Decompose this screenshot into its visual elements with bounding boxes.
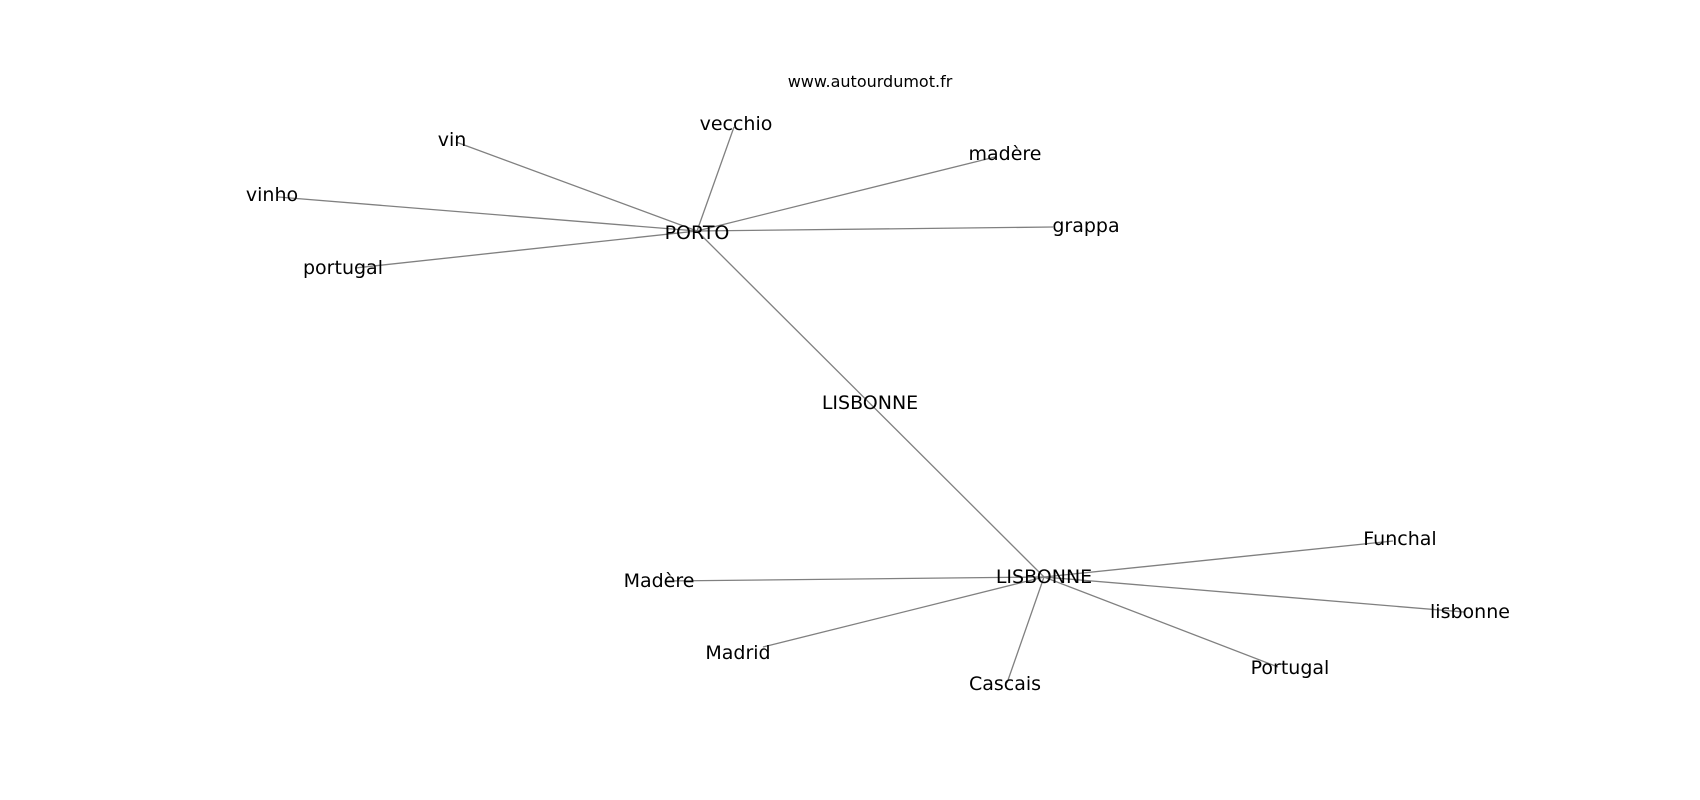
edge-porto-portugal-lower bbox=[354, 230, 698, 269]
hub-node-porto[interactable]: PORTO bbox=[665, 222, 730, 244]
edge-porto-madere-lower bbox=[696, 156, 996, 232]
leaf-node-lisbonne-lower[interactable]: lisbonne bbox=[1430, 601, 1510, 623]
edge-lisbonne-funchal bbox=[1043, 540, 1394, 578]
edge-porto-vin bbox=[455, 141, 698, 232]
watermark-text: www.autourdumot.fr bbox=[788, 72, 953, 91]
hub-node-lisbonne[interactable]: LISBONNE bbox=[996, 566, 1092, 588]
edge-porto-grappa bbox=[696, 226, 1054, 232]
edge-porto-vinho bbox=[277, 196, 698, 232]
leaf-node-portugal-upper[interactable]: Portugal bbox=[1251, 657, 1330, 679]
leaf-node-vecchio[interactable]: vecchio bbox=[700, 113, 773, 135]
edge-lisbonne-madrid bbox=[762, 576, 1045, 648]
center-node-label[interactable]: LISBONNE bbox=[822, 392, 918, 414]
graph-labels: www.autourdumot.fr LISBONNE PORTO LISBONN… bbox=[246, 72, 1510, 695]
edge-lisbonne-portugal-upper bbox=[1043, 576, 1279, 668]
edge-lisbonne-madere-upper bbox=[664, 576, 1045, 582]
edge-porto-lisbonne bbox=[696, 230, 1045, 578]
leaf-node-madere-lower[interactable]: madère bbox=[969, 143, 1042, 165]
leaf-node-grappa[interactable]: grappa bbox=[1052, 215, 1119, 237]
edge-lisbonne-lisbonne-lower bbox=[1043, 576, 1465, 613]
graph-edges bbox=[277, 126, 1465, 684]
leaf-node-vinho[interactable]: vinho bbox=[246, 184, 298, 206]
leaf-node-vin[interactable]: vin bbox=[438, 129, 467, 151]
edge-porto-vecchio bbox=[696, 126, 735, 232]
leaf-node-cascais[interactable]: Cascais bbox=[969, 673, 1041, 695]
leaf-node-portugal-lower[interactable]: portugal bbox=[303, 257, 383, 279]
edge-lisbonne-cascais bbox=[1006, 576, 1045, 684]
leaf-node-madere-upper[interactable]: Madère bbox=[624, 570, 695, 592]
leaf-node-funchal[interactable]: Funchal bbox=[1363, 528, 1436, 550]
leaf-node-madrid[interactable]: Madrid bbox=[705, 642, 770, 664]
